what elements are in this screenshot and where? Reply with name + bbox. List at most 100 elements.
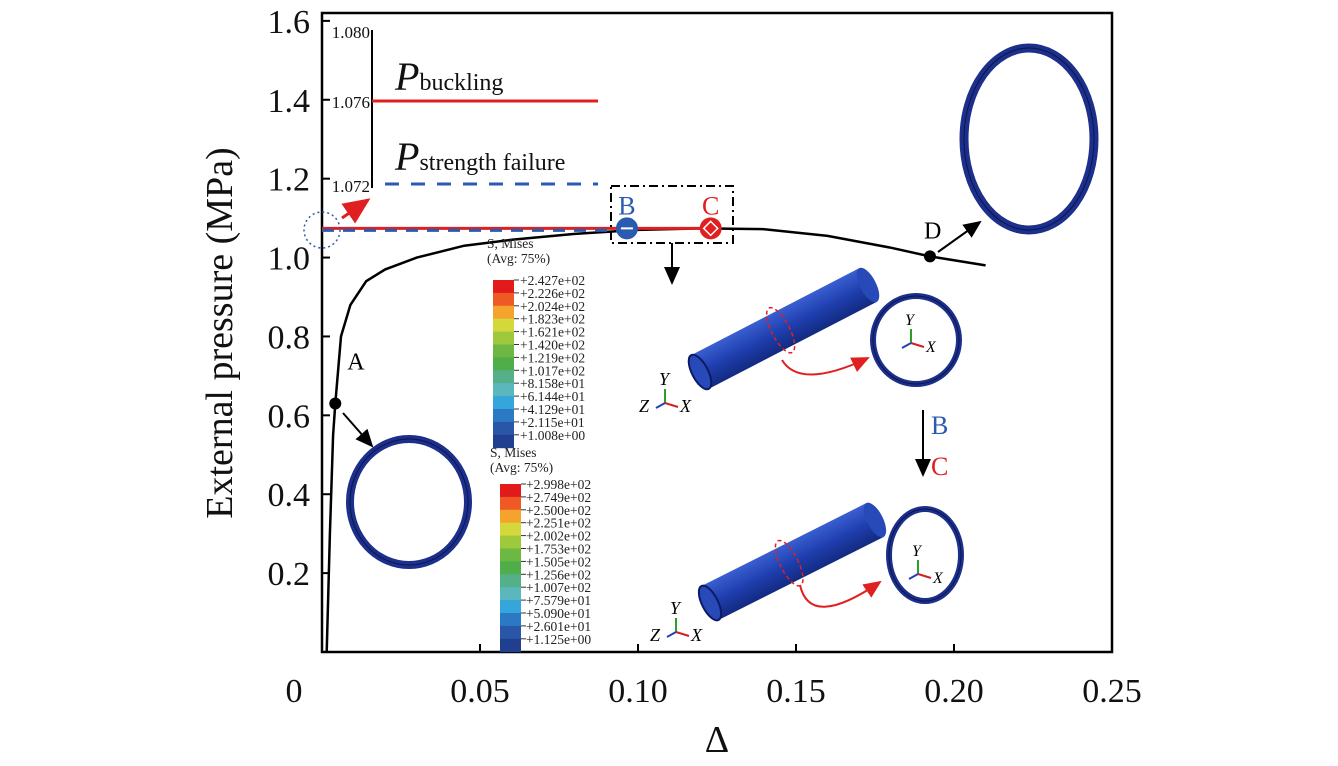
ring-A — [346, 435, 472, 569]
legend-color-swatch — [500, 509, 521, 524]
legend-value: +2.998e+02 — [526, 477, 591, 492]
legend-value: +1.753e+02 — [526, 542, 591, 557]
triad-y-label: Y — [659, 369, 671, 389]
legend-value: +8.158e+01 — [520, 376, 585, 391]
legend-value: +1.823e+02 — [520, 312, 585, 327]
legend-color-swatch — [500, 561, 521, 575]
cylinder-C-body — [701, 503, 884, 620]
point-label-B: B — [618, 191, 635, 220]
legend-value: +1.007e+02 — [526, 580, 591, 595]
legend-color-swatch — [493, 396, 514, 410]
y-tick-label: 0.2 — [268, 556, 311, 593]
triad-x-label: X — [932, 570, 944, 587]
ring-B-section-inner — [872, 295, 960, 385]
triad-x-axis — [664, 402, 679, 408]
legend-value: +1.219e+02 — [520, 350, 585, 365]
legend-value: +2.002e+02 — [526, 529, 591, 544]
legend-value: +1.420e+02 — [520, 338, 585, 353]
triad-ring-C: YX — [908, 543, 944, 587]
legend-value: +1.017e+02 — [520, 363, 585, 378]
y-tick-label: 0.8 — [268, 319, 311, 356]
section-arrow-C — [799, 580, 882, 608]
triad-y-label: Y — [912, 543, 923, 560]
point-A — [329, 397, 342, 410]
triad-x-label: X — [690, 625, 703, 645]
legend-value: +2.601e+01 — [526, 619, 591, 634]
triad-y-label: Y — [670, 598, 682, 618]
zoom-circle — [303, 211, 341, 249]
legend-color-swatch — [500, 496, 521, 511]
legend-value: +7.579e+01 — [526, 593, 591, 608]
legend-color-swatch — [493, 292, 514, 307]
b-to-c-from-label: B — [931, 411, 948, 440]
point-label-D: D — [924, 218, 941, 244]
x-tick-label: 0.05 — [450, 673, 510, 710]
point-label-C: C — [702, 191, 719, 220]
inset-tick-label: 1.080 — [332, 23, 370, 42]
triad-z-label: Z — [639, 396, 650, 416]
legend-color-swatch — [500, 625, 521, 640]
legend-color-swatch — [500, 613, 521, 627]
legend-color-swatch — [493, 331, 514, 345]
legend-color-swatch — [493, 318, 514, 333]
legend-value: +2.500e+02 — [526, 503, 591, 518]
x-tick-label: 0.15 — [766, 673, 826, 710]
arrow-A — [342, 412, 374, 448]
inset-tick-label: 1.072 — [332, 177, 370, 196]
legend-subtitle: (Avg: 75%) — [487, 251, 550, 266]
triad-z-axis — [655, 402, 666, 409]
legend-value: +2.024e+02 — [520, 299, 585, 314]
cylinder-C — [697, 502, 887, 622]
legend-color-swatch — [493, 409, 514, 423]
legend-color-swatch — [500, 600, 521, 614]
x-tick-label: 0.10 — [608, 673, 668, 710]
legend-color-swatch — [493, 344, 514, 358]
cylinder-B-body — [691, 268, 877, 389]
triad-cylinder-B: YXZ — [639, 369, 692, 416]
legend-value: +2.115e+01 — [520, 415, 585, 430]
legend-value: +1.621e+02 — [520, 325, 585, 340]
arrow-D — [937, 220, 982, 253]
bc-highlight-box — [610, 185, 734, 244]
triad-x-axis — [917, 573, 932, 579]
legend-color-swatch — [493, 280, 514, 294]
point-C-diamond — [702, 220, 719, 237]
legend-color-swatch — [500, 574, 521, 588]
x-tick-label: 0.25 — [1082, 673, 1142, 710]
plot-frame — [320, 11, 1114, 654]
strength-failure-label: Pstrength failure — [394, 134, 565, 179]
legend-value: +1.256e+02 — [526, 567, 591, 582]
legend-color-swatch — [493, 421, 514, 436]
cylinder-B-end — [856, 267, 880, 303]
x-tick-label: 0 — [286, 673, 303, 710]
cylinder-B — [687, 267, 880, 391]
y-tick-label: 1.2 — [268, 162, 311, 199]
triad-cylinder-C: YXZ — [650, 598, 703, 645]
inset-tick-label: 1.076 — [332, 93, 370, 112]
y-tick-label: 0.4 — [268, 477, 311, 514]
legend-color-swatch — [493, 434, 514, 449]
y-tick-label: 1.6 — [268, 4, 311, 41]
triad-z-axis — [901, 342, 912, 349]
legend-value: +1.125e+00 — [526, 632, 591, 647]
point-label-A: A — [347, 350, 365, 376]
legend-value: +6.144e+01 — [520, 389, 585, 404]
ring-A-inner — [349, 438, 469, 566]
cylinder-C-end — [863, 502, 887, 538]
triad-x-label: X — [925, 339, 937, 356]
point-D — [923, 250, 936, 263]
triad-y-label: Y — [905, 312, 916, 329]
legend-value: +2.251e+02 — [526, 516, 591, 531]
triad-x-axis — [910, 342, 925, 348]
b-to-c-to-label: C — [931, 452, 948, 481]
legend-color-swatch — [500, 535, 521, 549]
legend-color-swatch — [500, 638, 521, 653]
y-tick-label: 0.6 — [268, 398, 311, 435]
zoom-arrow — [341, 198, 371, 224]
legend-title: S, Mises — [490, 445, 537, 460]
legend-value: +2.749e+02 — [526, 490, 591, 505]
legend-value: +1.008e+00 — [520, 428, 585, 443]
y-tick-label: 1.0 — [268, 241, 311, 278]
x-axis-label: Δ — [705, 719, 729, 761]
legend-color-swatch — [493, 305, 514, 320]
